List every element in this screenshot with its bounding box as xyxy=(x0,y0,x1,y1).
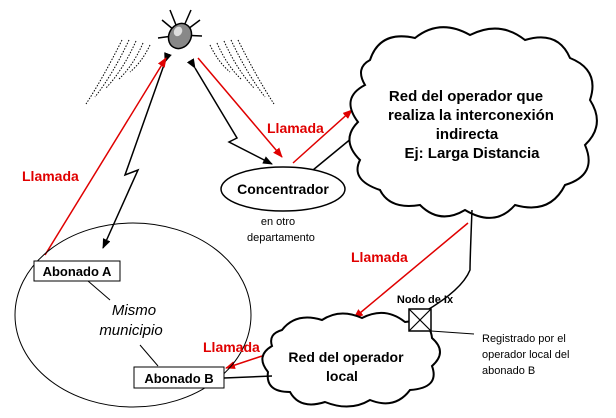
concentrator-node xyxy=(220,166,346,212)
subscriber-b-box xyxy=(133,366,225,389)
call-arrow-local-to-b xyxy=(225,355,263,369)
municipality-label-line1: Mismo xyxy=(112,302,156,319)
indirect-network-line3: indirecta xyxy=(436,126,499,143)
call-label-left: Llamada xyxy=(22,168,79,184)
subscriber-b-link xyxy=(223,375,273,379)
subscriber-a-box xyxy=(33,260,121,282)
municipality-area xyxy=(14,222,252,408)
subscriber-b-label: Abonado B xyxy=(144,371,213,386)
concentrator-note-line1: en otro xyxy=(261,216,295,228)
local-network-line1: Red del operador xyxy=(288,349,404,365)
indirect-network-cloud xyxy=(348,26,598,219)
interconnection-node-icon xyxy=(408,308,432,332)
call-arrow-satellite-to-concentrator xyxy=(197,57,283,158)
satellite-link-a xyxy=(102,52,172,249)
concentrator-label: Concentrador xyxy=(237,181,329,197)
subscriber-a-label: Abonado A xyxy=(43,264,112,279)
signal-waves-icon xyxy=(85,39,275,105)
registered-line3: abonado B xyxy=(482,365,535,377)
subscriber-a-connector xyxy=(87,280,111,301)
call-label-bottom: Llamada xyxy=(203,339,260,355)
registered-line2: operador local del xyxy=(482,349,569,361)
interconnection-node-label: Nodo de Ix xyxy=(397,294,454,306)
satellite-icon xyxy=(157,9,203,50)
concentrator-note-line2: departamento xyxy=(247,232,315,244)
call-arrow-network-to-local xyxy=(353,222,469,319)
call-label-top: Llamada xyxy=(267,120,324,136)
municipality-label-line2: municipio xyxy=(99,322,162,339)
indirect-network-line2: realiza la interconexión xyxy=(388,107,554,124)
local-network-cloud xyxy=(261,311,441,408)
satellite-link-concentrator xyxy=(186,58,273,165)
call-label-mid: Llamada xyxy=(351,249,408,265)
subscriber-b-connector xyxy=(139,344,159,367)
indirect-network-line4: Ej: Larga Distancia xyxy=(404,145,540,162)
call-arrow-concentrator-to-network xyxy=(292,109,353,164)
call-arrow-a-to-satellite xyxy=(44,57,167,256)
network-node-link xyxy=(423,209,473,313)
indirect-network-line1: Red del operador que xyxy=(389,88,543,105)
local-network-line2: local xyxy=(326,368,358,384)
registered-line1: Registrado por el xyxy=(482,333,566,345)
registered-connector xyxy=(430,330,475,335)
